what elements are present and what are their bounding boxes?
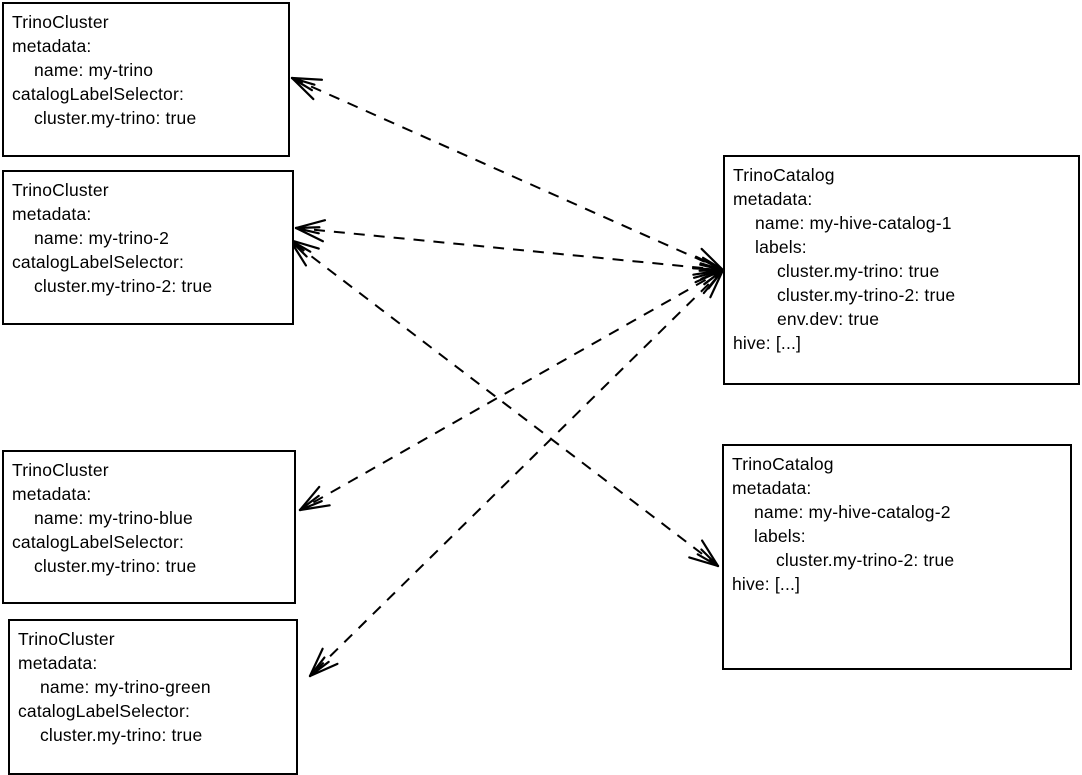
- node-text-line: name: my-trino-blue: [34, 508, 193, 528]
- arrowhead-stroke: [298, 485, 321, 512]
- arrowhead-stroke: [699, 263, 725, 272]
- node-text-line: cluster.my-trino-2: true: [777, 285, 956, 305]
- node-text-line: catalogLabelSelector:: [18, 701, 190, 721]
- arrowhead-stroke: [298, 504, 331, 512]
- arrowhead-stroke: [290, 76, 315, 101]
- edge-line: [295, 227, 724, 271]
- arrowhead-stroke: [298, 500, 323, 512]
- node-text-line: metadata:: [732, 478, 812, 498]
- arrowhead-stroke: [691, 267, 725, 272]
- edge-line: [309, 269, 724, 677]
- node-text-line: TrinoCluster: [18, 629, 115, 649]
- edge-edge-catalog1-to-my-trino-2-a: [294, 219, 725, 279]
- edge-edge-catalog1-to-my-trino: [290, 76, 725, 272]
- node-text-line: labels:: [755, 237, 807, 257]
- node-text-line: catalogLabelSelector:: [12, 532, 184, 552]
- edge-edge-catalog2-to-my-trino-2: [288, 238, 720, 568]
- arrowhead-stroke: [290, 76, 324, 81]
- arrowhead-stroke: [692, 268, 725, 276]
- node-text-line: name: my-hive-catalog-1: [755, 213, 952, 233]
- arrowhead-stroke: [707, 268, 725, 290]
- arrowhead-stroke: [698, 268, 725, 272]
- node-text-line: TrinoCatalog: [733, 165, 835, 185]
- arrowhead-stroke: [294, 226, 320, 235]
- node-text-line: metadata:: [733, 189, 813, 209]
- edge-edge-catalog1-to-my-trino-green: [308, 268, 725, 678]
- node-text-line: catalogLabelSelector:: [12, 84, 184, 104]
- arrowhead-stroke: [308, 660, 330, 678]
- arrowhead-stroke: [700, 548, 720, 568]
- node-trinocatalog-my-hive-catalog-1[interactable]: TrinoCatalog metadata: name: my-hive-catal…: [723, 155, 1080, 385]
- arrowhead-stroke: [308, 656, 326, 678]
- arrowhead-stroke: [692, 268, 725, 279]
- node-text-line: cluster.my-trino-2: true: [34, 276, 213, 296]
- arrowhead-stroke: [709, 268, 725, 299]
- arrowhead-stroke: [702, 268, 725, 295]
- edge-edge-catalog1-to-my-trino-blue: [298, 268, 725, 512]
- arrowhead-stroke: [694, 268, 725, 284]
- node-text-line: TrinoCluster: [12, 180, 109, 200]
- arrowhead-stroke: [694, 255, 725, 272]
- node-trinocluster-my-trino-green[interactable]: TrinoCluster metadata: name: my-trino-gree…: [8, 619, 298, 775]
- node-text-line: cluster.my-trino-2: true: [776, 550, 955, 570]
- node-trinocatalog-my-hive-catalog-2[interactable]: TrinoCatalog metadata: name: my-hive-catal…: [722, 444, 1072, 670]
- arrowhead-stroke: [700, 268, 725, 280]
- node-text-line: metadata:: [12, 204, 92, 224]
- arrowhead-stroke: [701, 256, 725, 272]
- arrowhead-stroke: [688, 556, 720, 568]
- node-text-line: metadata:: [12, 484, 92, 504]
- node-text-line: hive: [...]: [733, 333, 802, 353]
- node-trinocluster-my-trino-blue[interactable]: TrinoCluster metadata: name: my-trino-blue…: [2, 450, 296, 604]
- arrowhead-stroke: [703, 268, 725, 286]
- arrowhead-stroke: [308, 662, 339, 678]
- edge-line: [291, 77, 724, 271]
- arrowhead-stroke: [696, 553, 720, 568]
- arrowhead-stroke: [294, 226, 321, 230]
- node-text-line: name: my-trino-green: [40, 677, 211, 697]
- arrowhead-stroke: [294, 226, 325, 243]
- arrowhead-stroke: [308, 647, 324, 678]
- arrowhead-stroke: [288, 238, 320, 250]
- node-text-line: TrinoCluster: [12, 12, 109, 32]
- arrowhead-stroke: [700, 539, 720, 568]
- node-text-line: cluster.my-trino: true: [34, 108, 197, 128]
- node-text-line: catalogLabelSelector:: [12, 252, 184, 272]
- node-text-line: TrinoCatalog: [732, 454, 834, 474]
- node-text-line: metadata:: [12, 36, 92, 56]
- node-text-line: env.dev: true: [777, 309, 880, 329]
- arrowhead-stroke: [703, 268, 725, 286]
- arrowhead-stroke: [290, 76, 316, 86]
- node-text-line: name: my-trino: [34, 60, 154, 80]
- node-text-line: cluster.my-trino: true: [34, 556, 197, 576]
- node-text-line: TrinoCluster: [12, 460, 109, 480]
- arrowhead-stroke: [700, 247, 725, 272]
- node-text-line: name: my-hive-catalog-2: [754, 502, 951, 522]
- node-text-line: metadata:: [18, 653, 98, 673]
- node-trinocluster-my-trino-2[interactable]: TrinoCluster metadata: name: my-trino-2 cat…: [2, 170, 294, 325]
- node-text-line: cluster.my-trino: true: [40, 725, 203, 745]
- node-trinocluster-my-trino[interactable]: TrinoCluster metadata: name: my-trino catal…: [2, 2, 290, 157]
- arrowhead-stroke: [290, 76, 314, 92]
- edge-line: [289, 239, 719, 567]
- node-text-line: cluster.my-trino: true: [777, 261, 940, 281]
- arrowhead-stroke: [294, 219, 327, 230]
- edge-line: [299, 269, 724, 511]
- node-text-line: hive: [...]: [732, 574, 801, 594]
- node-text-line: labels:: [754, 526, 806, 546]
- arrowhead-stroke: [298, 494, 320, 512]
- arrowhead-stroke: [699, 262, 725, 272]
- node-text-line: name: my-trino-2: [34, 228, 170, 248]
